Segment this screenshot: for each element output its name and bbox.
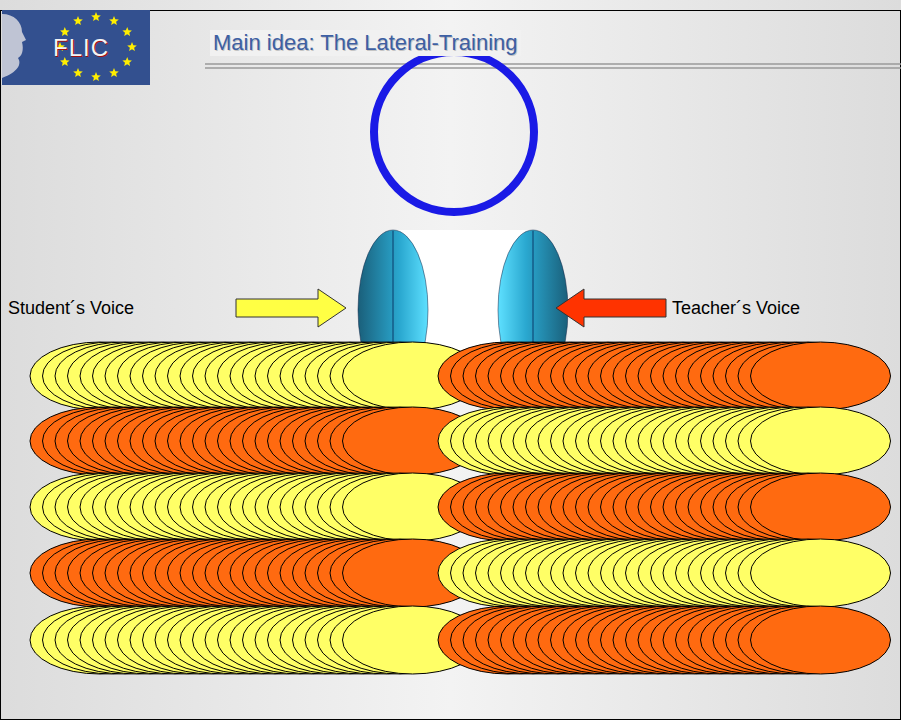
teacher-arrow — [556, 289, 666, 327]
voice-label: Student´s Voice — [8, 298, 134, 319]
logo-star — [122, 27, 131, 36]
logo-star — [109, 16, 119, 25]
logo-star — [127, 42, 137, 51]
logo-text: FLIC — [53, 34, 109, 62]
logo-star — [91, 72, 101, 81]
logo-box: FLIC — [2, 10, 150, 85]
slide-frame — [1, 11, 901, 720]
voice-label: Teacher´s Voice — [672, 298, 800, 319]
logo-star — [91, 12, 101, 21]
logo-star — [109, 68, 119, 77]
student-arrow — [236, 289, 346, 327]
logo-star — [73, 16, 83, 25]
headband — [374, 52, 534, 212]
face-silhouette — [2, 14, 26, 78]
voice-ellipse-rows — [30, 342, 891, 674]
slide-title: Main idea: The Lateral-Training — [210, 30, 521, 56]
logo-star — [122, 57, 131, 66]
title-rule — [205, 67, 901, 69]
logo-panel — [2, 10, 150, 85]
voice-ellipse — [751, 342, 891, 410]
title-rule — [205, 63, 901, 65]
voice-ellipse — [751, 473, 891, 541]
voice-ellipse — [751, 407, 891, 475]
voice-ellipse — [751, 606, 891, 674]
logo-star — [73, 68, 83, 77]
voice-ellipse — [751, 539, 891, 607]
